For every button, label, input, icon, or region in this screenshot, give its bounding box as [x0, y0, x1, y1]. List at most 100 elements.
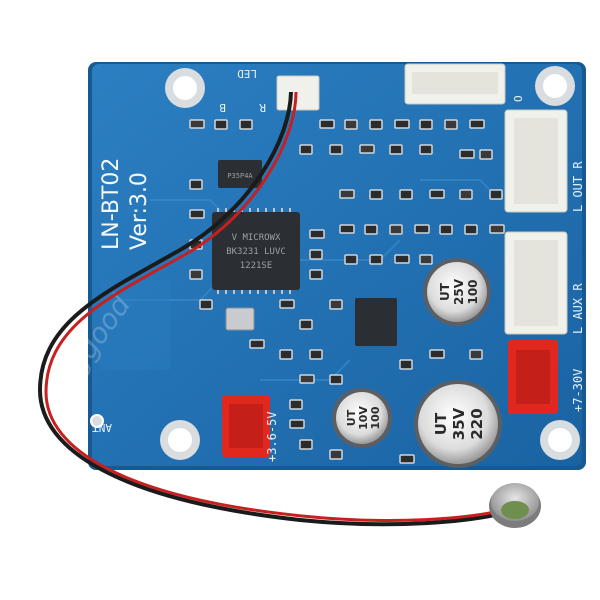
smd-part — [299, 144, 313, 155]
capacitor-3-value: 220 — [468, 408, 486, 439]
chip-line-1: V MICROWX — [232, 233, 281, 243]
smd-part — [469, 349, 483, 360]
capacitor-1-voltage: 25V — [452, 278, 466, 305]
label-r: R — [259, 101, 266, 114]
smd-part — [339, 189, 355, 199]
smd-part — [329, 299, 343, 310]
smd-part — [419, 119, 433, 130]
smd-part — [414, 224, 430, 234]
microphone — [489, 483, 541, 528]
smd-part — [469, 119, 485, 129]
smd-part — [429, 189, 445, 199]
smd-part — [309, 229, 325, 239]
smd-part — [359, 144, 375, 154]
capacitor-1-unit: UT — [438, 282, 452, 301]
smd-part — [239, 119, 253, 130]
smd-part — [389, 144, 403, 155]
smd-part — [279, 299, 295, 309]
smd-part — [299, 374, 315, 384]
smd-part — [189, 269, 203, 280]
smd-part — [464, 224, 478, 235]
smd-part — [309, 349, 323, 360]
smd-part — [419, 254, 433, 265]
capacitor-3-voltage: 35V — [450, 407, 468, 440]
label-led: LED — [237, 67, 257, 80]
smd-part — [369, 119, 383, 130]
smd-part — [444, 119, 458, 130]
capacitor-3: UT 35V 220 — [414, 380, 502, 468]
smd-part — [439, 224, 453, 235]
smd-part — [319, 119, 335, 129]
capacitor-2-value: 100 — [369, 406, 382, 429]
smd-part — [364, 224, 378, 235]
board-model: LN-BT02 — [99, 158, 124, 250]
label-aux: L AUX R — [571, 283, 585, 334]
smd-part — [369, 189, 383, 200]
smd-part — [339, 224, 355, 234]
smd-part — [399, 359, 413, 370]
label-out: L OUT R — [571, 161, 585, 212]
smd-part — [329, 449, 343, 460]
smd-components — [189, 119, 505, 464]
smd-part — [489, 224, 505, 234]
smd-part — [189, 179, 203, 190]
capacitor-2: UT 10V 100 — [332, 388, 392, 448]
smd-part — [289, 399, 303, 410]
smd-part — [389, 224, 403, 235]
smd-part — [299, 319, 313, 330]
chip-line-2: BK3231 LUVC — [226, 247, 286, 257]
chip-line-3: 1221SE — [240, 261, 273, 271]
smd-part — [489, 189, 503, 200]
smd-part — [299, 439, 313, 450]
smd-part — [344, 254, 358, 265]
pcb-board — [88, 62, 586, 470]
smd-part — [289, 419, 305, 429]
bluetooth-chip: V MICROWX BK3231 LUVC 1221SE — [212, 208, 300, 294]
smd-part — [309, 249, 323, 260]
smd-part — [279, 349, 293, 360]
smd-part — [249, 339, 265, 349]
smd-part — [189, 209, 205, 219]
power-connector-left — [222, 395, 270, 457]
smd-part — [459, 189, 473, 200]
smd-part — [419, 144, 433, 155]
connector-out — [504, 109, 568, 213]
smd-part — [394, 119, 410, 129]
crystal — [225, 307, 255, 331]
small-chip: P35P4A — [218, 160, 262, 188]
smd-part — [399, 189, 413, 200]
mounting-holes — [160, 66, 580, 460]
label-o: O — [512, 95, 525, 102]
smd-part — [199, 299, 213, 310]
capacitor-2-voltage: 10V — [357, 406, 370, 430]
smd-part — [329, 374, 343, 385]
connector-aux — [504, 231, 568, 335]
smd-part — [309, 269, 323, 280]
label-b: B — [219, 101, 226, 114]
small-chip-label: P35P4A — [227, 172, 253, 180]
smd-part — [369, 254, 383, 265]
smd-part — [394, 254, 410, 264]
microphone-cable — [37, 91, 496, 527]
capacitor-2-unit: UT — [345, 409, 358, 426]
power-connector-right — [508, 340, 558, 414]
smd-part — [189, 119, 205, 129]
smd-part — [329, 144, 343, 155]
capacitor-3-unit: UT — [432, 412, 450, 435]
antenna-pad — [90, 414, 104, 428]
smd-part — [429, 349, 445, 359]
amplifier-chip — [355, 298, 397, 346]
label-power-left: +3.6-5V — [265, 411, 279, 462]
capacitor-1-value: 100 — [466, 279, 480, 304]
board-version: Ver:3.0 — [127, 172, 152, 250]
smd-part — [399, 454, 415, 464]
label-power-right: +7-30V — [571, 369, 585, 412]
smd-part — [479, 149, 493, 160]
smd-part — [214, 119, 228, 130]
smd-part — [344, 119, 358, 130]
connector-led — [276, 75, 320, 111]
capacitor-1: UT 25V 100 — [423, 258, 491, 326]
smd-part — [459, 149, 475, 159]
connector-top — [404, 63, 506, 105]
